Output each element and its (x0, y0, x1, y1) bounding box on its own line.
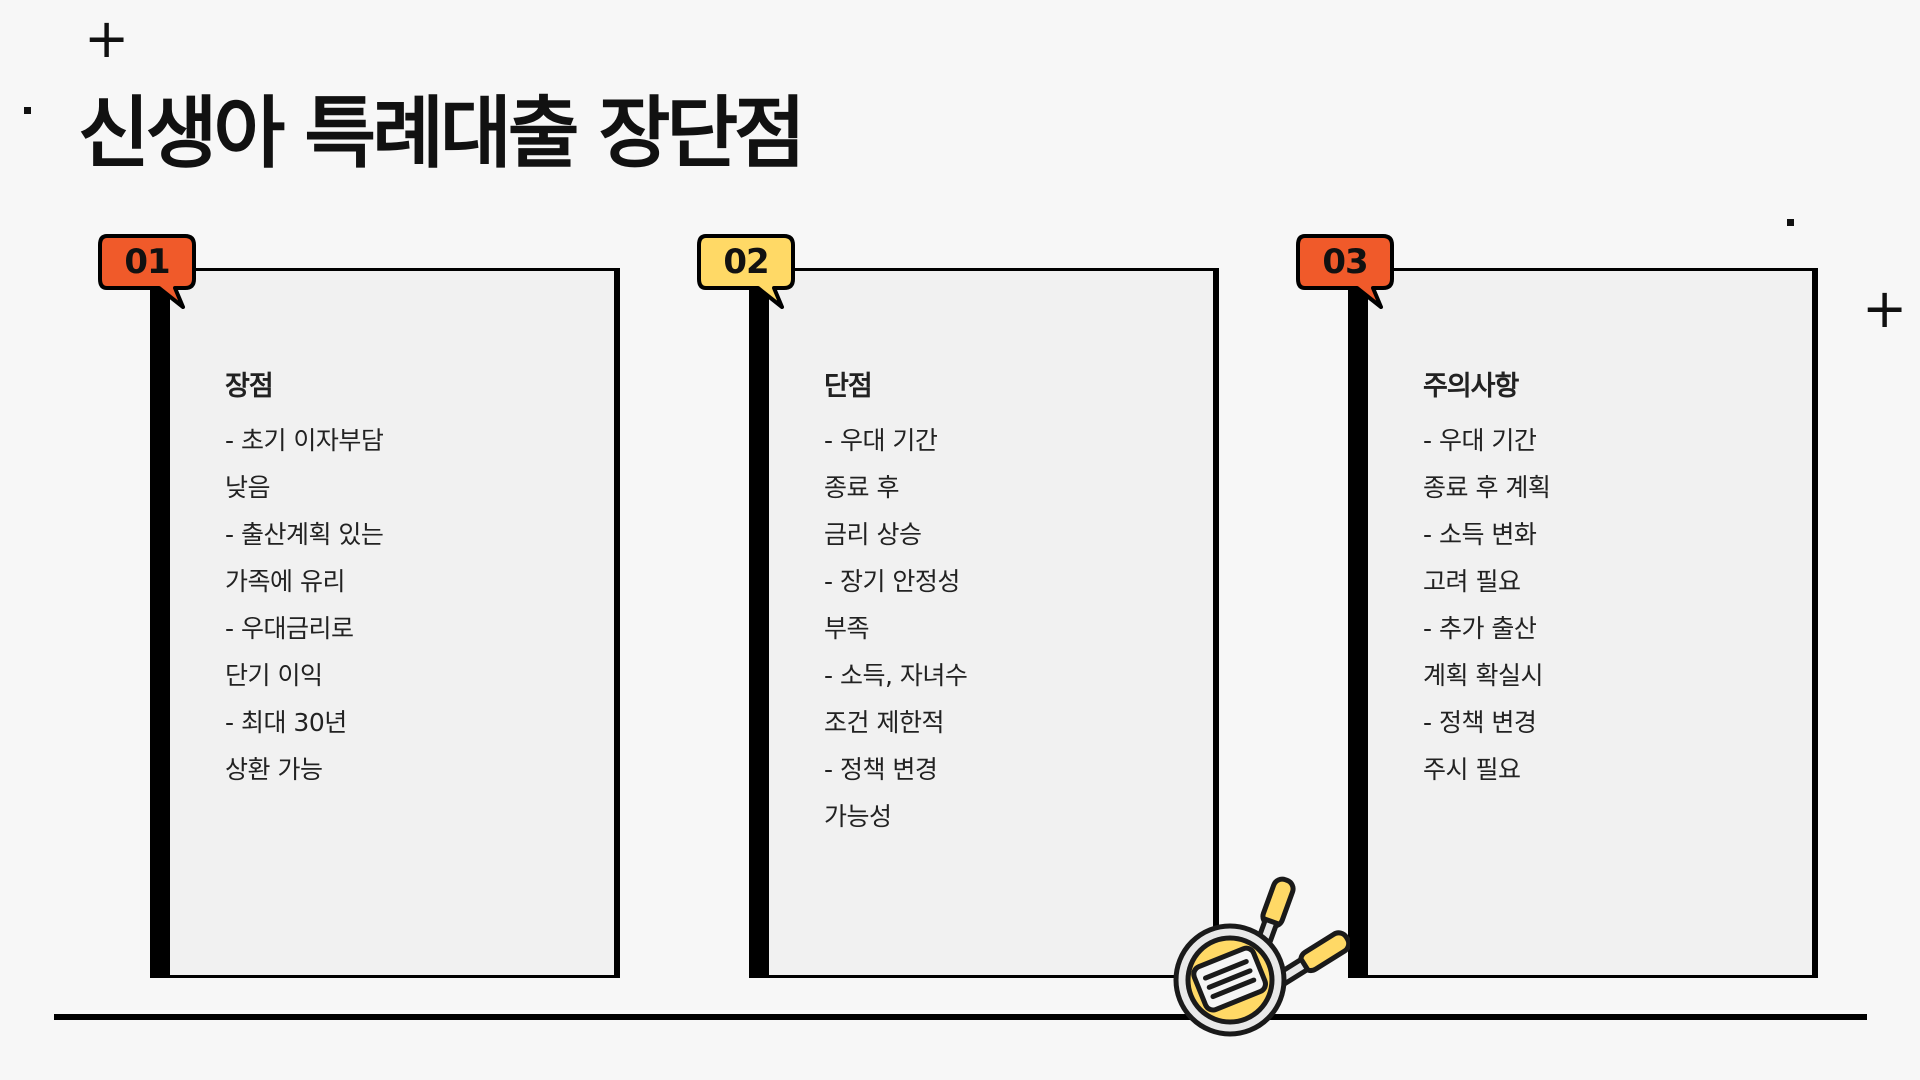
card-cautions: 주의사항 - 우대 기간 종료 후 계획 - 소득 변화 고려 필요 - 추가 … (1348, 268, 1818, 978)
card-line: - 우대금리로 (225, 614, 354, 643)
badge-number: 02 (723, 242, 769, 282)
card-line: - 소득 변화 (1423, 520, 1537, 549)
card-line: - 정책 변경 (824, 755, 938, 784)
card-line: 고려 필요 (1423, 567, 1521, 596)
card-body: 단점 - 우대 기간 종료 후 금리 상승 - 장기 안정성 부족 - 소득, … (769, 268, 1216, 978)
card-line: 가족에 유리 (225, 567, 345, 596)
card-line: 계획 확실시 (1423, 661, 1543, 690)
card-body: 장점 - 초기 이자부담 낮음 - 출산계획 있는 가족에 유리 - 우대금리로… (170, 268, 617, 978)
frying-pan-spatula-icon (1173, 876, 1350, 1037)
card-line: - 초기 이자부담 (225, 426, 384, 455)
card-number-badge: 01 (97, 233, 197, 313)
card-body: 주의사항 - 우대 기간 종료 후 계획 - 소득 변화 고려 필요 - 추가 … (1368, 268, 1815, 978)
card-line: - 우대 기간 (824, 426, 938, 455)
card-line: 금리 상승 (824, 520, 922, 549)
card-line: 주시 필요 (1423, 755, 1521, 784)
card-line: 부족 (824, 614, 870, 643)
card-line: 종료 후 (824, 473, 899, 502)
card-line: - 추가 출산 (1423, 614, 1537, 643)
badge-shape (1296, 234, 1394, 309)
card-line: 가능성 (824, 802, 892, 831)
speech-bubble-icon (98, 234, 196, 309)
card-line: - 최대 30년 (225, 708, 347, 737)
card-line: - 우대 기간 (1423, 426, 1537, 455)
plus-icon: + (84, 7, 130, 70)
card-line: - 출산계획 있는 (225, 520, 384, 549)
card-heading: 주의사항 (1423, 371, 1519, 402)
card-line: - 소득, 자녀수 (824, 661, 968, 690)
card-number-badge: 02 (696, 233, 796, 313)
card-line: 조건 제한적 (824, 708, 944, 737)
timeline-baseline (54, 1014, 1867, 1020)
card-number-badge: 03 (1295, 233, 1395, 313)
card-heading: 단점 (824, 371, 873, 402)
card-line: 낮음 (225, 473, 271, 502)
card-content: 주의사항 - 우대 기간 종료 후 계획 - 소득 변화 고려 필요 - 추가 … (1423, 364, 1792, 793)
card-line: 상환 가능 (225, 755, 323, 784)
plus-icon: + (1862, 277, 1908, 340)
dot-decoration (24, 107, 31, 114)
dot-decoration (1787, 219, 1794, 226)
card-disadvantages: 단점 - 우대 기간 종료 후 금리 상승 - 장기 안정성 부족 - 소득, … (749, 268, 1219, 978)
card-line: - 정책 변경 (1423, 708, 1537, 737)
speech-bubble-icon (697, 234, 795, 309)
badge-shape (98, 234, 196, 309)
card-line: 단기 이익 (225, 661, 323, 690)
card-content: 단점 - 우대 기간 종료 후 금리 상승 - 장기 안정성 부족 - 소득, … (824, 364, 1193, 840)
card-heading: 장점 (225, 371, 274, 402)
badge-number: 01 (124, 242, 170, 282)
card-content: 장점 - 초기 이자부담 낮음 - 출산계획 있는 가족에 유리 - 우대금리로… (225, 364, 594, 793)
card-line: 종료 후 계획 (1423, 473, 1551, 502)
page-title: 신생아 특례대출 장단점 (78, 89, 806, 179)
badge-shape (697, 234, 795, 309)
speech-bubble-icon (1296, 234, 1394, 309)
card-line: - 장기 안정성 (824, 567, 960, 596)
card-advantages: 장점 - 초기 이자부담 낮음 - 출산계획 있는 가족에 유리 - 우대금리로… (150, 268, 620, 978)
badge-number: 03 (1322, 242, 1368, 282)
